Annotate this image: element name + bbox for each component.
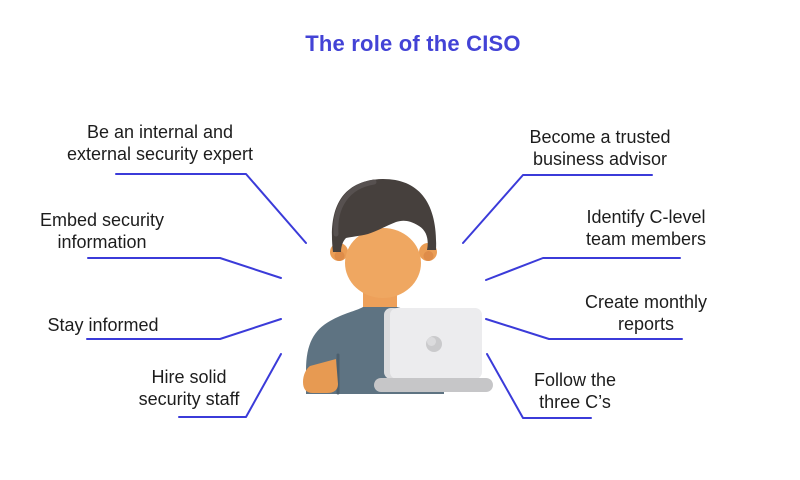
connector-monthly-reports bbox=[485, 318, 683, 340]
connector-hire-staff bbox=[178, 353, 282, 418]
connector-c-level-team bbox=[485, 257, 681, 281]
role-label-stay-informed: Stay informed bbox=[47, 315, 159, 335]
connector-trusted-advisor bbox=[462, 174, 653, 244]
role-label-hire-staff: Hire solid security staff bbox=[138, 367, 240, 409]
role-label-internal-external-expert: Be an internal and external security exp… bbox=[66, 122, 254, 164]
forearm bbox=[303, 359, 338, 393]
face bbox=[345, 228, 421, 298]
laptop-logo-highlight bbox=[427, 337, 436, 346]
connector-stay-informed bbox=[86, 318, 282, 340]
left-ear-shadow bbox=[334, 251, 345, 261]
role-label-monthly-reports: Create monthly reports bbox=[584, 292, 708, 334]
right-ear-shadow bbox=[423, 251, 434, 261]
role-label-c-level-team: Identify C-level team members bbox=[585, 207, 707, 249]
hair bbox=[331, 179, 437, 252]
connector-three-cs bbox=[486, 353, 592, 419]
role-label-trusted-advisor: Become a trusted business advisor bbox=[529, 127, 671, 169]
laptop-base bbox=[374, 378, 493, 392]
connector-internal-external-expert bbox=[115, 173, 307, 244]
connector-embed-security bbox=[87, 257, 282, 279]
role-label-three-cs: Follow the three C’s bbox=[533, 370, 617, 412]
connector-lines bbox=[86, 173, 683, 419]
hair-highlight bbox=[333, 179, 377, 237]
page-title: The role of the CISO bbox=[305, 31, 521, 56]
person-at-laptop-illustration bbox=[303, 179, 493, 395]
role-label-embed-security: Embed security information bbox=[39, 210, 165, 252]
